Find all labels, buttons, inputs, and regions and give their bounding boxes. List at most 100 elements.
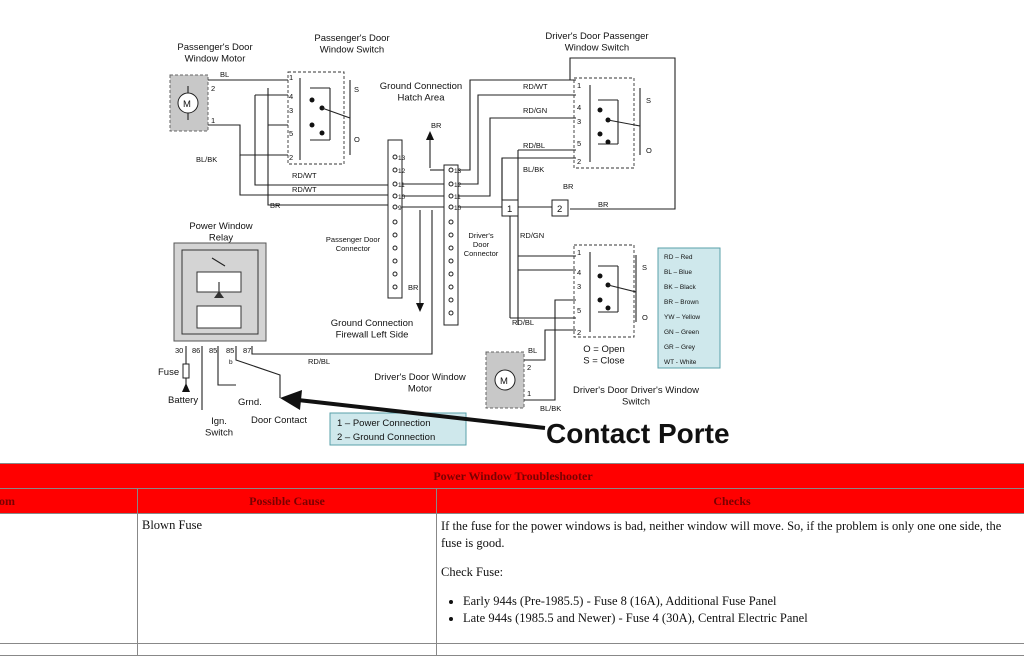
- junction-1: 1: [502, 200, 518, 216]
- pc-pin-13: 13: [398, 155, 406, 162]
- dds-pin-1: 1: [577, 248, 581, 257]
- relay-pin-30: 30: [175, 346, 183, 355]
- troubleshooter-table: Power Window Troubleshooter om Possible …: [0, 463, 1024, 656]
- driver-motor-m-label: M: [500, 376, 508, 387]
- pc-pin-12: 12: [398, 168, 406, 175]
- annotation-text: Contact Porte: [546, 418, 730, 449]
- dps-pin-4: 4: [577, 103, 581, 112]
- ps-pin-2: 2: [289, 153, 293, 162]
- wire-bl-bk-label: BL/BK: [196, 155, 217, 164]
- door-contact-label: Door Contact: [251, 415, 307, 426]
- power-window-relay: [174, 243, 266, 341]
- passenger-window-motor: M: [170, 75, 208, 131]
- check-paragraph-2: Check Fuse:: [441, 564, 1023, 581]
- check-paragraph-1: If the fuse for the power windows is bad…: [441, 518, 1023, 552]
- wire-color-legend: RD – Red BL – Blue BK – Black BR – Brown…: [658, 248, 720, 368]
- pc-pin-11: 11: [398, 182, 405, 189]
- checks-cell: If the fuse for the power windows is bad…: [437, 514, 1024, 644]
- legend-grey: GR – Grey: [664, 344, 696, 351]
- dc-pin-11: 11: [454, 194, 461, 201]
- legend-power: 1 – Power Connection: [337, 418, 430, 429]
- dps-letter-o: O: [646, 146, 652, 155]
- checks-cell-2: [437, 644, 1024, 656]
- wire-rd-gn-a: RD/GN: [523, 106, 547, 115]
- legend-yellow: YW – Yellow: [664, 314, 700, 321]
- col-symptom-header: om: [0, 489, 138, 514]
- grnd-label: Grnd.: [238, 397, 262, 408]
- wire-rd-wt-b: RD/WT: [292, 185, 317, 194]
- dps-pin-2: 2: [577, 157, 581, 166]
- list-item: Early 944s (Pre-1985.5) - Fuse 8 (16A), …: [463, 593, 1023, 610]
- pc-pin-10: 10: [398, 194, 406, 201]
- wire-bl-driver: BL: [528, 346, 537, 355]
- wire-bl-label: BL: [220, 70, 229, 79]
- pass-motor-pin-1: 1: [211, 116, 215, 125]
- legend-brown: BR – Brown: [664, 299, 699, 306]
- relay-pin-85b: 85: [226, 346, 234, 355]
- ps-pin-3: 3: [289, 106, 293, 115]
- dps-pin-3: 3: [577, 117, 581, 126]
- drv-motor-pin-1: 1: [527, 389, 531, 398]
- symptom-cell-2: [0, 644, 138, 656]
- wire-br-hatch: BR: [431, 121, 442, 130]
- driver-door-connector: [444, 165, 458, 325]
- wire-br-firewall: BR: [408, 283, 419, 292]
- dc-pin-12: 12: [454, 182, 462, 189]
- passenger-door-connector: [388, 140, 402, 298]
- dds-pin-2: 2: [577, 328, 581, 337]
- wire-rd-bl-b: RD/BL: [512, 318, 534, 327]
- dps-pin-5: 5: [577, 139, 581, 148]
- drv-motor-pin-2: 2: [527, 363, 531, 372]
- junction-2-label: 2: [557, 204, 562, 215]
- junction-1-label: 1: [507, 204, 512, 215]
- wire-rd-bl-relay: RD/BL: [308, 357, 330, 366]
- dps-pin-1: 1: [577, 81, 581, 90]
- legend-green: GN – Green: [664, 329, 699, 336]
- wire-br-pass: BR: [270, 201, 281, 210]
- list-item: Late 944s (1985.5 and Newer) - Fuse 4 (3…: [463, 610, 1023, 627]
- col-cause-header: Possible Cause: [138, 489, 437, 514]
- legend-red: RD – Red: [664, 254, 693, 261]
- motor-m-label: M: [183, 99, 191, 110]
- legend-white: WT - White: [664, 359, 697, 366]
- wire-br-right: BR: [598, 200, 609, 209]
- wire-rd-wt-a: RD/WT: [292, 171, 317, 180]
- wire-rd-gn-b: RD/GN: [520, 231, 544, 240]
- wire-bl-bk-b: BL/BK: [523, 165, 544, 174]
- driver-passenger-window-switch: [574, 78, 640, 168]
- relay-pin-86: 86: [192, 346, 200, 355]
- cause-cell: Blown Fuse: [138, 514, 437, 644]
- relay-pin-87: 87: [243, 346, 251, 355]
- dds-letter-s: S: [642, 263, 647, 272]
- legend-blue: BL – Blue: [664, 269, 692, 276]
- pc-pin-9: 9: [398, 205, 402, 212]
- table-title: Power Window Troubleshooter: [0, 464, 1024, 489]
- dc-pin-10: 10: [454, 205, 462, 212]
- dps-letter-s: S: [646, 96, 651, 105]
- battery-label: Battery: [168, 395, 198, 406]
- pass-motor-pin-2: 2: [211, 84, 215, 93]
- legend-ground: 2 – Ground Connection: [337, 432, 435, 443]
- dds-pin-5: 5: [577, 306, 581, 315]
- junction-2: 2: [552, 200, 568, 216]
- col-checks-header: Checks: [437, 489, 1024, 514]
- cause-cell-2: [138, 644, 437, 656]
- wire-br-j2: BR: [563, 182, 574, 191]
- dds-pin-4: 4: [577, 268, 581, 277]
- table-row: [0, 644, 1024, 656]
- ign-switch-label: Ign.Switch: [205, 416, 233, 439]
- check-list: Early 944s (Pre-1985.5) - Fuse 8 (16A), …: [441, 593, 1023, 627]
- relay-pin-b: b: [229, 359, 233, 366]
- wire-rd-wt-c: RD/WT: [523, 82, 548, 91]
- ps-letter-s: S: [354, 85, 359, 94]
